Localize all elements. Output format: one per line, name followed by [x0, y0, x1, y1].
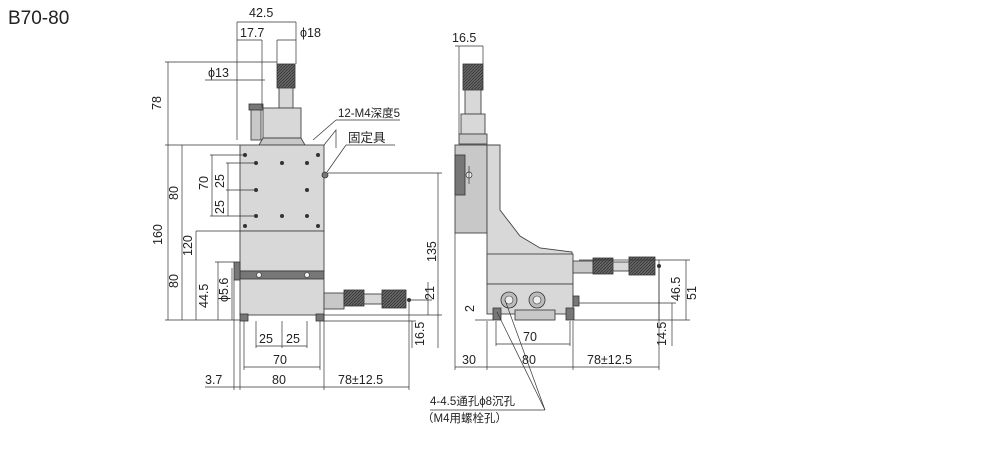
front-dimension-lines [165, 21, 442, 390]
dim-25-upper: 25 [213, 174, 227, 188]
dim-phi18: ϕ18 [300, 26, 321, 40]
dim-42-5: 42.5 [249, 6, 273, 20]
dim-phi13: ϕ13 [208, 66, 229, 80]
dim-16-5-front: 16.5 [413, 322, 427, 346]
side-dimension-lines [430, 45, 690, 411]
dim-2: 2 [463, 305, 477, 312]
fixture-screw [321, 171, 329, 179]
dim-78-travel: 78±12.5 [338, 373, 383, 387]
dim-80-side: 80 [522, 353, 536, 367]
dim-78-travel-side: 78±12.5 [587, 353, 632, 367]
dim-30: 30 [462, 353, 476, 367]
dim-17-7: 17.7 [240, 26, 264, 40]
dim-135: 135 [425, 241, 439, 262]
side-micrometer-knurl [462, 63, 484, 91]
dim-46-5: 46.5 [669, 277, 683, 301]
dim-25-right: 25 [286, 332, 300, 346]
side-view [454, 63, 661, 321]
model-title: B70-80 [8, 8, 70, 29]
dim-78: 78 [150, 96, 164, 110]
dim-25-lower: 25 [213, 200, 227, 214]
dim-80-horizontal: 80 [272, 373, 286, 387]
dim-16-5-side: 16.5 [452, 31, 476, 45]
dim-25-left: 25 [259, 332, 273, 346]
dim-phi5-6: ϕ5.6 [217, 278, 231, 302]
dim-51: 51 [685, 286, 699, 300]
dim-80-upper: 80 [167, 186, 181, 200]
lower-micrometer-knurl [381, 289, 407, 309]
dim-80-lower: 80 [167, 274, 181, 288]
dim-70-side: 70 [523, 330, 537, 344]
dim-160: 160 [151, 224, 165, 245]
dim-21: 21 [423, 286, 437, 300]
note-m4-bolt: （M4用螺栓孔） [422, 411, 507, 425]
dim-70-horizontal: 70 [273, 353, 287, 367]
dim-70-vertical: 70 [197, 176, 211, 190]
dim-3-7: 3.7 [205, 373, 222, 387]
top-micrometer-knurl [276, 63, 296, 89]
top-clamp-shaft [250, 107, 262, 141]
note-m4-tapped: 12-M4深度5 [338, 106, 400, 120]
upper-stage [239, 144, 325, 232]
dim-14-5: 14.5 [655, 322, 669, 346]
dim-44-5: 44.5 [197, 284, 211, 308]
front-view [233, 63, 411, 322]
note-through-holes: 4-4.5通孔ϕ8沉孔 [430, 395, 516, 408]
note-fixture: 固定具 [348, 130, 386, 145]
lower-stage [239, 278, 325, 316]
dim-120: 120 [181, 235, 195, 256]
